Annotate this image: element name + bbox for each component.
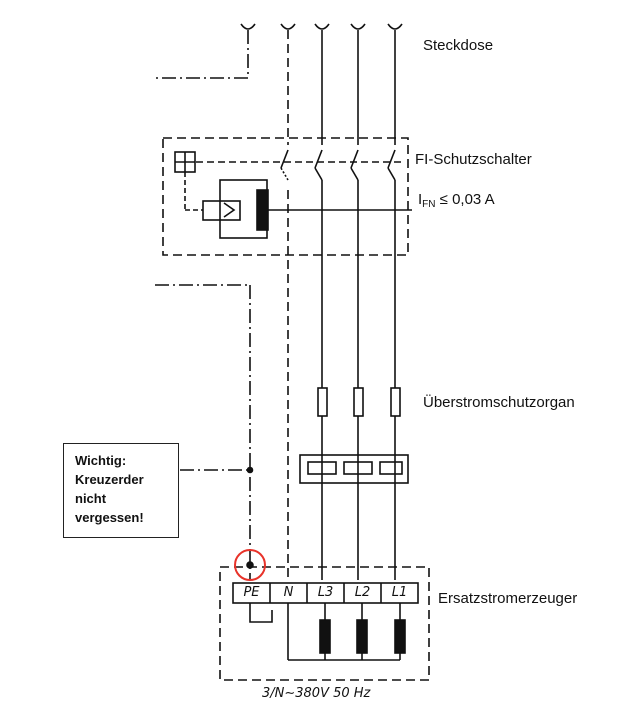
fuses xyxy=(317,387,401,417)
rcd-enclosure xyxy=(162,137,409,256)
socket-label: Steckdose xyxy=(423,37,494,54)
phase-conductors xyxy=(321,30,396,580)
generator-windings xyxy=(287,603,406,661)
generator-label: Ersatzstromerzeuger xyxy=(438,590,578,607)
terminal-l1: L1 xyxy=(391,585,408,600)
release-link xyxy=(184,172,203,211)
note-line-4: vergessen! xyxy=(75,510,144,525)
terminal-pe: PE xyxy=(243,585,260,600)
test-button-icon xyxy=(174,151,196,173)
generator-enclosure xyxy=(219,566,430,681)
overcurrent-breaker xyxy=(299,454,409,484)
note-line-3: nicht xyxy=(75,491,107,506)
terminal-l2: L2 xyxy=(354,585,371,600)
pe-socket-line xyxy=(155,30,249,79)
pe-conductor xyxy=(155,284,251,580)
warning-note: Wichtig: Kreuzerder nicht vergessen! xyxy=(63,443,179,538)
terminal-l3: L3 xyxy=(317,585,334,600)
pe-frame-connection xyxy=(249,603,273,623)
note-line-1: Wichtig: xyxy=(75,453,127,468)
overcurrent-label: Überstromschutzorgan xyxy=(423,394,575,411)
rcd-label: FI-Schutzschalter xyxy=(415,151,532,168)
pe-junction-dot xyxy=(246,466,254,474)
current-transformer-core[interactable] xyxy=(256,189,269,231)
supply-caption: 3/N∼380V 50 Hz xyxy=(262,686,371,701)
terminal-n: N xyxy=(283,585,294,600)
pe-earth-junction-dot xyxy=(246,561,254,569)
socket-contacts xyxy=(240,23,403,30)
note-line-2: Kreuzerder xyxy=(75,472,144,487)
rcd-current-label: IFN ≤ 0,03 A xyxy=(418,191,495,210)
highlight-circle xyxy=(234,549,266,581)
rcd-switch-contacts xyxy=(280,149,396,181)
